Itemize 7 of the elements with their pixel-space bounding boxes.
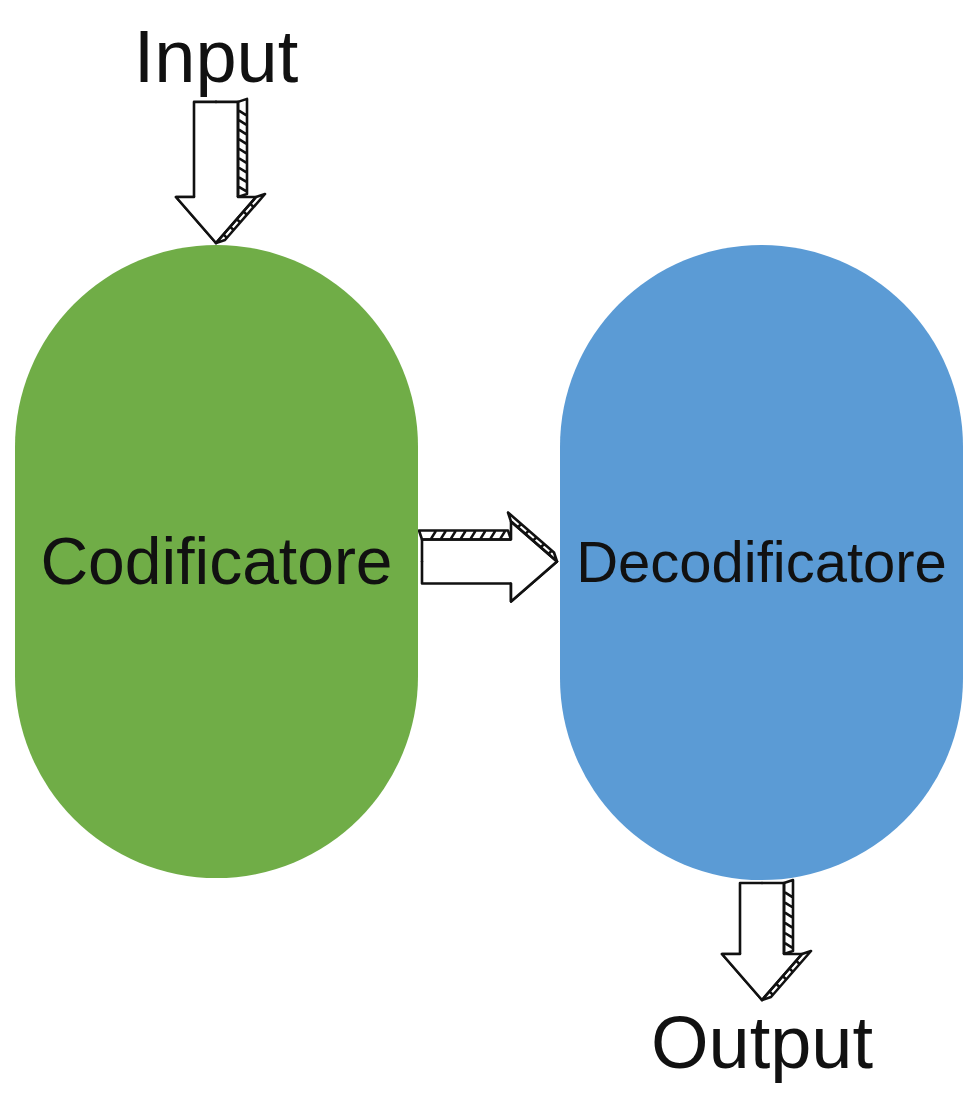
block-arrow <box>417 511 559 603</box>
block-arrow <box>720 878 813 1002</box>
block-arrow <box>174 97 267 245</box>
node-label: Codificatore <box>40 524 393 599</box>
output-label: Output <box>650 1002 874 1085</box>
node-label: Decodificatore <box>576 530 947 595</box>
input-label: Input <box>133 16 299 99</box>
